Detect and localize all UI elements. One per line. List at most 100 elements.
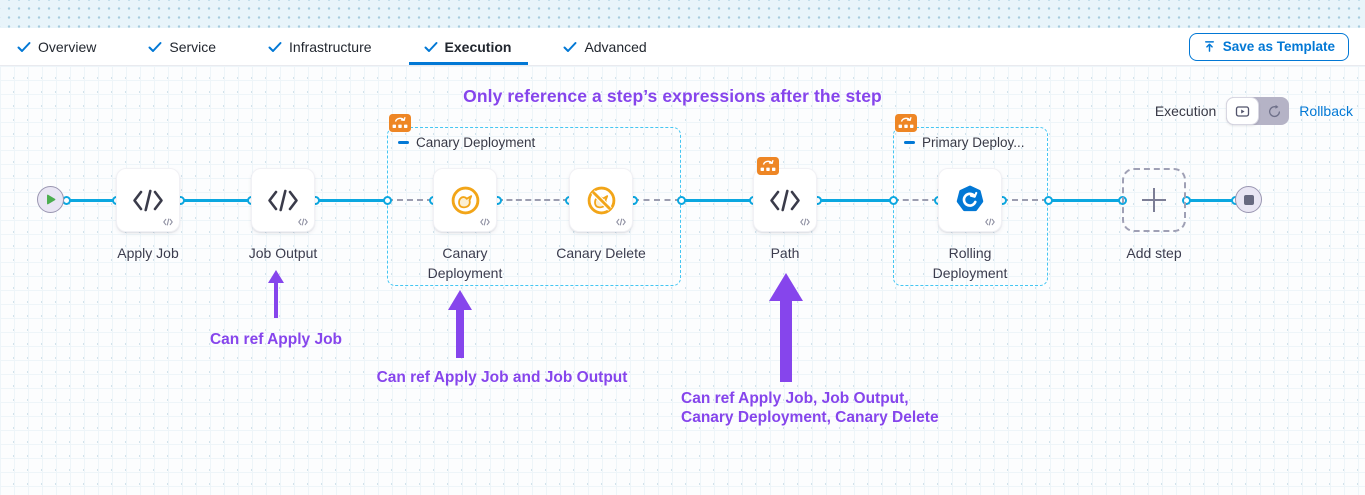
execution-mode-label: Execution (1154, 103, 1217, 119)
annotation-ref2: Can ref Apply Job and Job Output (376, 369, 628, 386)
primary-deployment-group[interactable]: Primary Deploy... (893, 127, 1048, 286)
tab-execution[interactable]: Execution (408, 28, 529, 65)
arrow-shaft (780, 301, 792, 382)
rolling-deployment-icon (956, 185, 984, 212)
execution-icon (1235, 105, 1250, 117)
canary-group-header: Canary Deployment (398, 135, 535, 150)
play-icon (47, 194, 56, 205)
primary-strategy-badge (895, 114, 917, 132)
arrow-head (769, 270, 803, 301)
annotation-ref1: Can ref Apply Job (209, 331, 343, 348)
arrow-head (268, 267, 284, 283)
step-label-job-output: Job Output (248, 245, 318, 261)
step-label-apply-job: Apply Job (117, 245, 179, 261)
execution-toggle-segment[interactable] (1226, 97, 1259, 125)
tabbar-actions: Save as Template (1188, 28, 1365, 65)
path-strategy-badge (757, 157, 779, 175)
add-step-button[interactable] (1122, 168, 1186, 232)
annotation-ref3: Can ref Apply Job, Job Output, Canary De… (681, 389, 981, 427)
tab-advanced[interactable]: Advanced (563, 28, 647, 65)
pipeline-end-node[interactable] (1235, 186, 1262, 213)
annotation-ref3-line2: Canary Deployment, Canary Delete (681, 409, 939, 426)
script-mini-icon (480, 218, 490, 226)
connector-line (817, 199, 893, 202)
dashed-connector-line (633, 199, 681, 201)
canary-strategy-badge (389, 114, 411, 132)
step-label-canary-deployment: Canary Deployment (427, 245, 503, 281)
check-icon (148, 41, 162, 52)
tab-label: Execution (444, 38, 512, 55)
pipeline-canvas[interactable]: Only reference a step’s expressions afte… (0, 66, 1365, 495)
connector-dot (676, 196, 686, 205)
arrow-head (448, 287, 472, 310)
stop-icon (1243, 194, 1254, 205)
script-mini-icon (985, 218, 995, 226)
tab-service[interactable]: Service (148, 28, 216, 65)
dashed-connector-line (893, 199, 938, 201)
annotation-ref3-line1: Can ref Apply Job, Job Output, (681, 390, 909, 407)
connector-dot (1043, 196, 1053, 205)
mode-toggle[interactable] (1226, 97, 1290, 125)
connector-dot (1181, 196, 1191, 205)
check-icon (268, 41, 282, 52)
step-canary-deployment[interactable] (433, 168, 497, 232)
tab-infrastructure[interactable]: Infrastructure (268, 28, 372, 65)
step-rolling-deployment[interactable] (938, 168, 1002, 232)
step-label-rolling-deployment: Rolling Deployment (932, 245, 1008, 281)
script-mini-icon (163, 218, 173, 226)
step-canary-delete[interactable] (569, 168, 633, 232)
tab-label: Advanced (584, 38, 647, 55)
top-dotted-strip (0, 0, 1365, 28)
check-icon (424, 41, 438, 52)
tab-label: Infrastructure (289, 38, 372, 55)
code-step-icon (770, 189, 800, 211)
step-label-path: Path (770, 245, 800, 261)
step-path[interactable] (753, 168, 817, 232)
annotation-arrow-job-output (268, 267, 284, 318)
annotation-arrow-canary-deployment (448, 287, 472, 358)
tab-overview[interactable]: Overview (17, 28, 96, 65)
stage-tabs: Overview Service Infrastructure Executio… (17, 28, 647, 65)
step-apply-job[interactable] (116, 168, 180, 232)
dashed-connector-line (387, 199, 433, 201)
rollback-link[interactable]: Rollback (1299, 103, 1353, 119)
check-icon (563, 41, 577, 52)
plus-icon (1142, 188, 1166, 212)
canary-icon (451, 186, 479, 214)
primary-group-label: Primary Deploy... (922, 135, 1025, 150)
connector-dot (888, 196, 898, 205)
connector-line (66, 199, 116, 202)
code-step-icon (133, 189, 163, 211)
rollback-toggle-segment[interactable] (1259, 97, 1290, 125)
canary-group-label: Canary Deployment (416, 135, 536, 150)
tab-label: Overview (38, 38, 97, 55)
collapse-icon[interactable] (904, 141, 915, 144)
connector-line (180, 199, 251, 202)
dashed-connector-line (497, 199, 569, 201)
tab-label: Service (169, 38, 217, 55)
annotation-arrow-path (769, 270, 803, 382)
arrow-shaft (456, 310, 464, 358)
collapse-icon[interactable] (398, 141, 409, 144)
rollback-icon (1268, 104, 1280, 117)
connector-line (1048, 199, 1122, 202)
code-step-icon (268, 189, 298, 211)
step-job-output[interactable] (251, 168, 315, 232)
dashed-connector-line (1002, 199, 1048, 201)
canary-deployment-group[interactable]: Canary Deployment (387, 127, 681, 286)
check-icon (17, 41, 31, 52)
connector-line (681, 199, 753, 202)
execution-rollback-switch: Execution Rollback (1155, 97, 1353, 125)
arrow-shaft (273, 283, 279, 318)
canary-delete-icon (587, 186, 615, 214)
script-mini-icon (298, 218, 308, 226)
script-mini-icon (800, 218, 810, 226)
primary-group-header: Primary Deploy... (904, 135, 1025, 150)
pipeline-start-node[interactable] (37, 186, 64, 213)
step-label-canary-delete: Canary Delete (556, 245, 646, 261)
save-as-template-button[interactable]: Save as Template (1188, 32, 1349, 61)
save-as-template-label: Save as Template (1222, 39, 1335, 54)
upload-icon (1204, 41, 1214, 52)
connector-line (1186, 199, 1235, 202)
